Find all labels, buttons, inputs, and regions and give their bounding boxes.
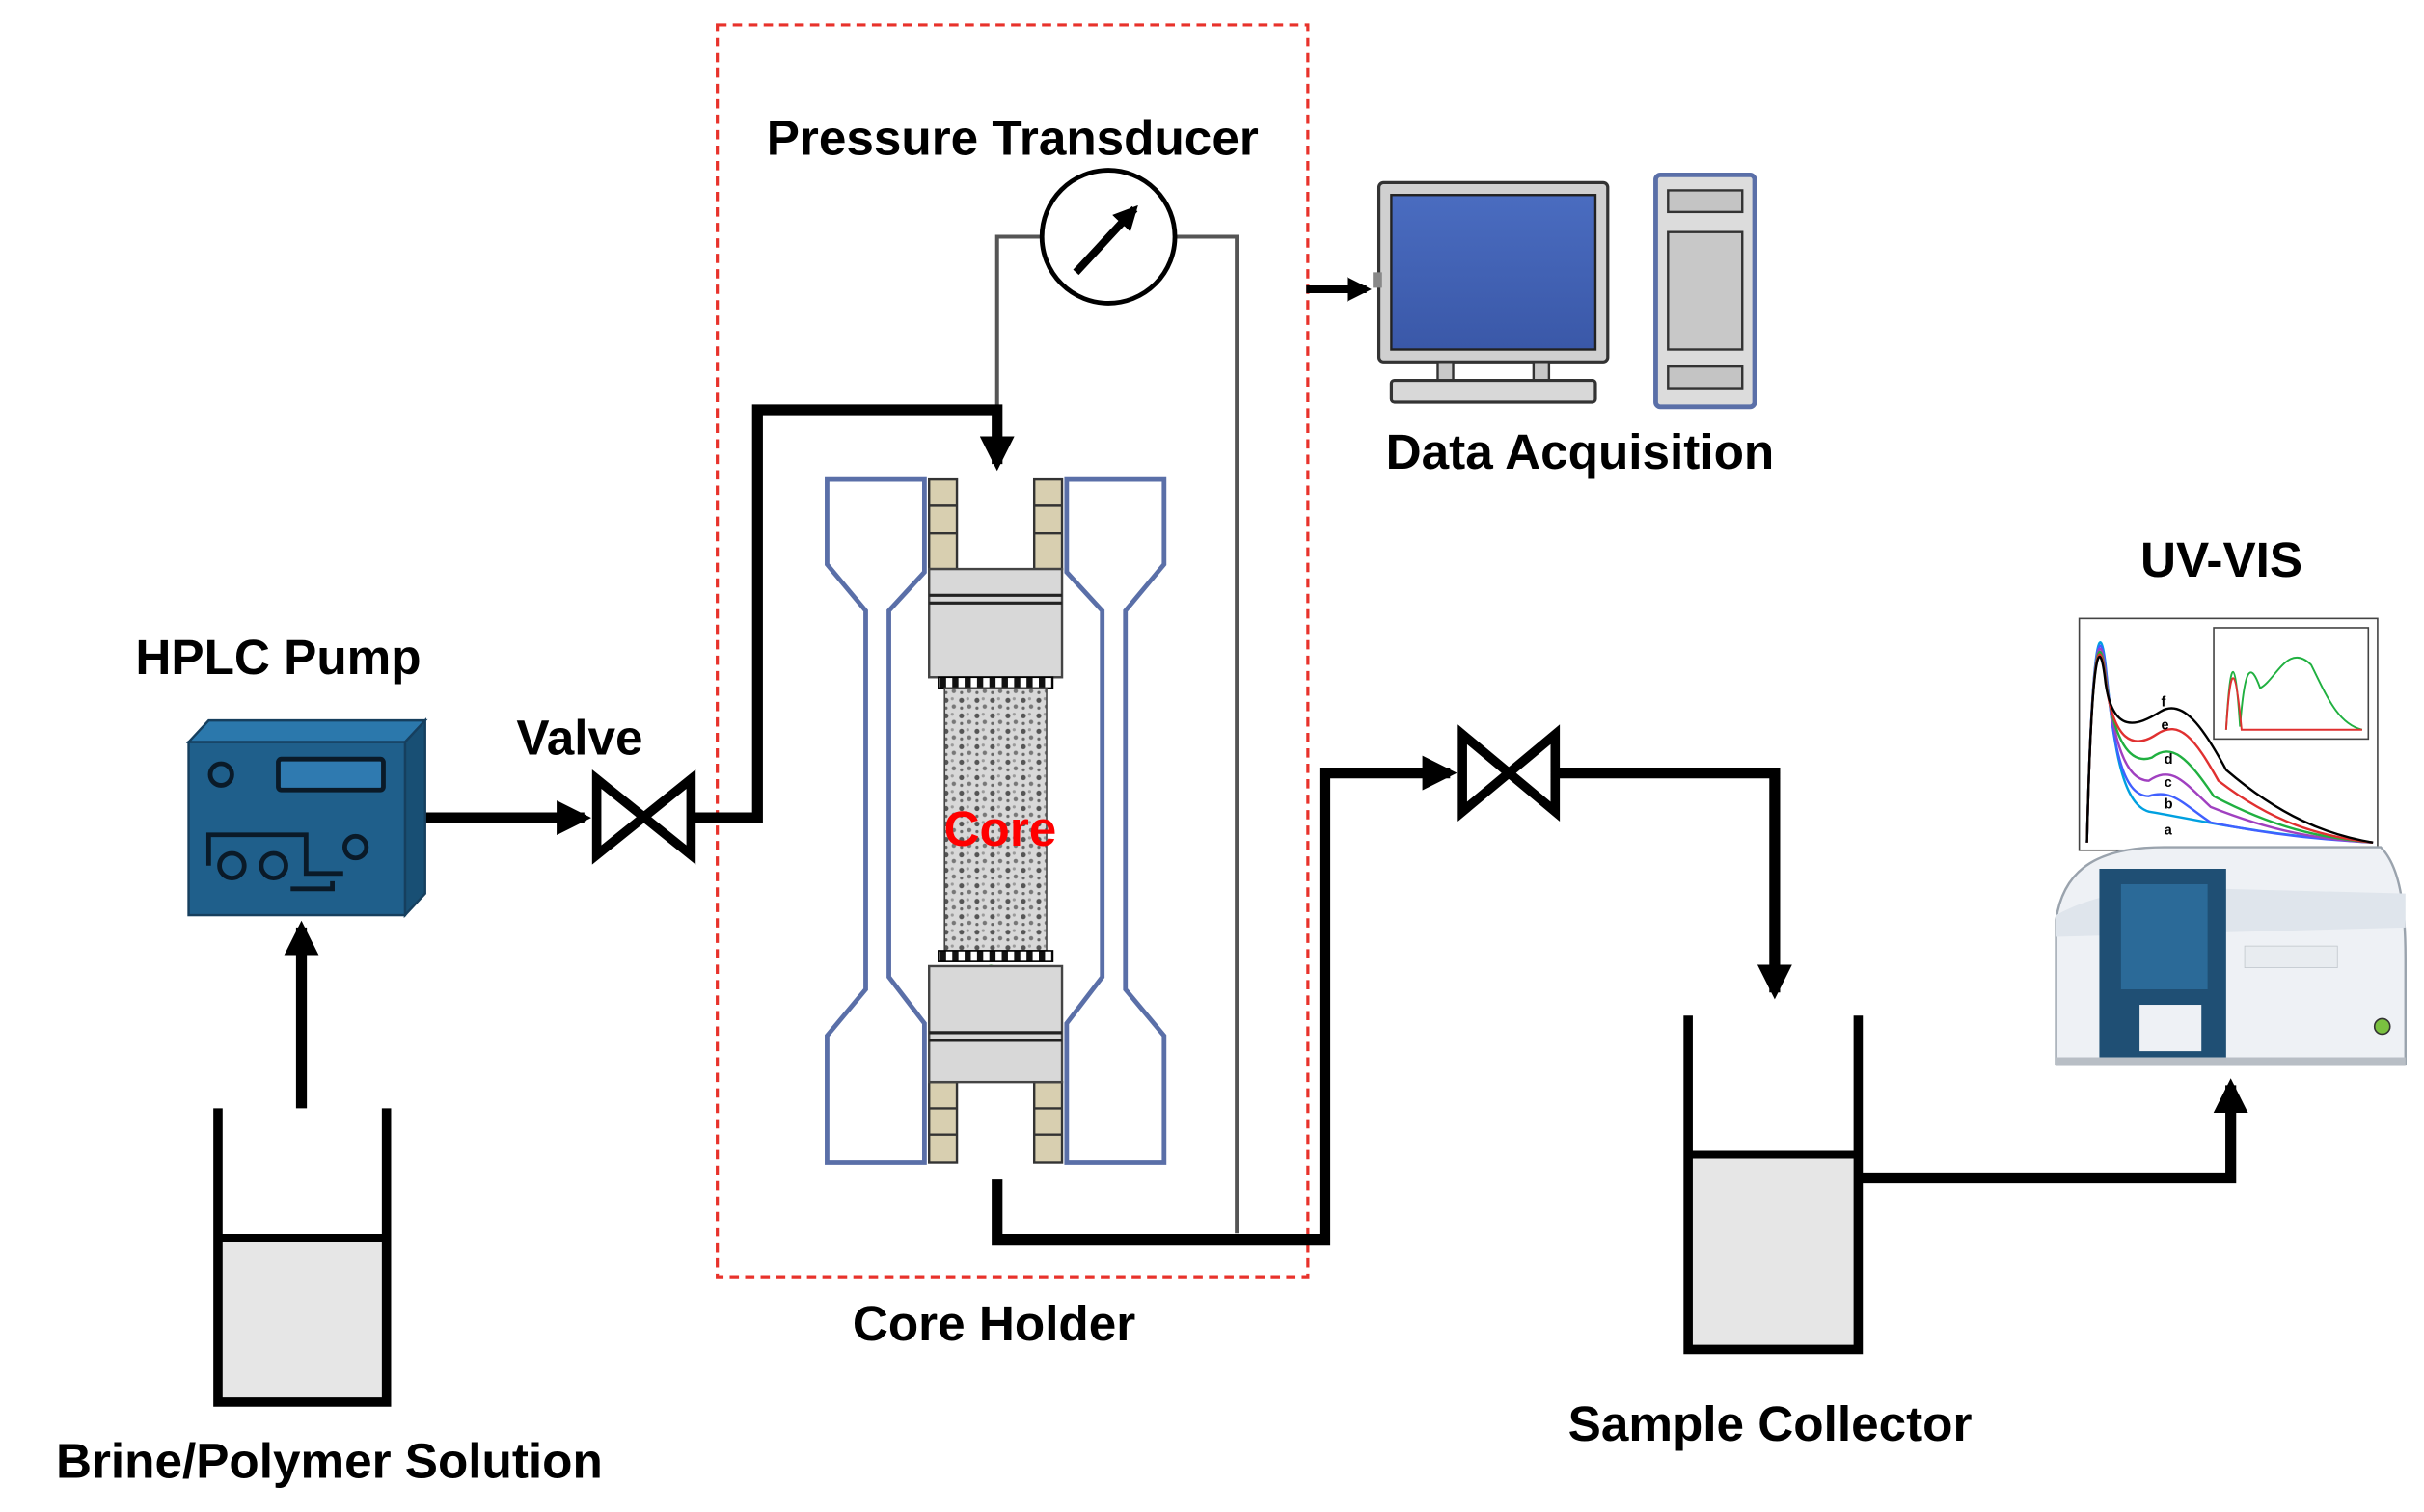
data-acquisition-label: Data Acquisition bbox=[1386, 424, 1775, 479]
spectrum-label-a: a bbox=[2165, 824, 2173, 839]
core-holder-label: Core Holder bbox=[853, 1296, 1135, 1351]
core-label: Core bbox=[944, 801, 1057, 856]
brine-polymer-solution-label: Brine/Polymer Solution bbox=[56, 1433, 603, 1488]
monitor-icon bbox=[1373, 180, 1610, 404]
pressure-transducer-label: Pressure Transducer bbox=[767, 111, 1259, 166]
outlet-valve-icon bbox=[1457, 724, 1561, 822]
sample-collector-beaker-icon bbox=[1683, 1015, 1864, 1355]
pump-icon bbox=[185, 717, 428, 919]
pressure-transducer-lines bbox=[994, 234, 1239, 1234]
valve-icon bbox=[591, 770, 696, 865]
spectrum-label-e: e bbox=[2162, 718, 2169, 734]
gauge-icon bbox=[1039, 168, 1178, 306]
spectrum-label-b: b bbox=[2165, 796, 2173, 812]
spectrum-label-f: f bbox=[2162, 695, 2166, 711]
core-holder-boundary bbox=[716, 23, 1310, 1279]
uv-vis-label: UV-VIS bbox=[2140, 532, 2302, 587]
core-holder-icon bbox=[825, 476, 1167, 1165]
sample-collector-label: Sample Collector bbox=[1568, 1396, 1973, 1451]
spectrum-label-d: d bbox=[2165, 752, 2173, 768]
flow-lines bbox=[284, 404, 2248, 1246]
computer-tower-icon bbox=[1653, 172, 1757, 410]
valve-label: Valve bbox=[516, 710, 642, 765]
hplc-pump-label: HPLC Pump bbox=[135, 630, 421, 685]
beaker-icon bbox=[213, 1108, 392, 1407]
spectrophotometer-icon bbox=[2055, 846, 2407, 1066]
spectrum-label-c: c bbox=[2165, 775, 2172, 791]
uv-vis-spectrum-plot: f e d c b a bbox=[2078, 617, 2379, 851]
